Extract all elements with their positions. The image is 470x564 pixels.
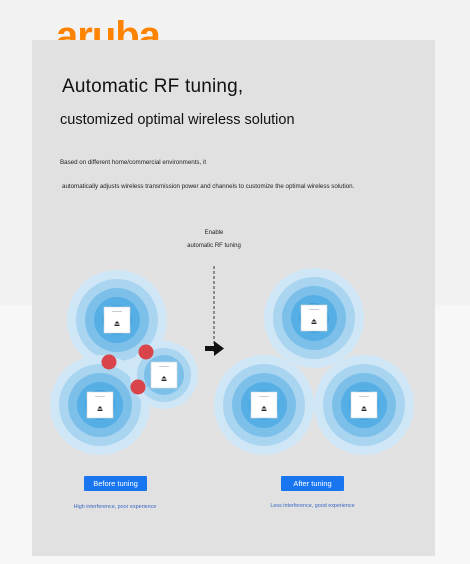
after-tuning-caption: Less interference, good experience: [270, 503, 355, 509]
description-line-2: automatically adjusts wireless transmiss…: [62, 183, 355, 190]
interference-dot: [130, 379, 146, 395]
before-tuning-caption: High interference, poor experience: [73, 504, 157, 510]
after-tuning-diagram: [214, 268, 414, 455]
transition-label-line-1: Enable: [204, 230, 224, 236]
interference-dot: [138, 344, 154, 360]
right-arrow-icon: [205, 341, 224, 356]
description-line-1: Based on different home/commercial envir…: [60, 159, 207, 166]
before-tuning-button: Before tuning: [84, 476, 147, 491]
headline: Automatic RF tuning,: [62, 76, 244, 97]
interference-dot: [101, 354, 117, 370]
transition-label-line-2: automatic RF tuning: [187, 243, 241, 249]
access-point-icon: [300, 304, 328, 332]
subheadline: customized optimal wireless solution: [60, 112, 295, 128]
access-point-icon: [86, 391, 114, 419]
before-tuning-diagram: [50, 270, 198, 455]
access-point-icon: [150, 361, 178, 389]
access-point-icon: [350, 391, 378, 419]
access-point-icon: [103, 306, 131, 334]
after-tuning-button: After tuning: [281, 476, 344, 491]
access-point-icon: [250, 391, 278, 419]
